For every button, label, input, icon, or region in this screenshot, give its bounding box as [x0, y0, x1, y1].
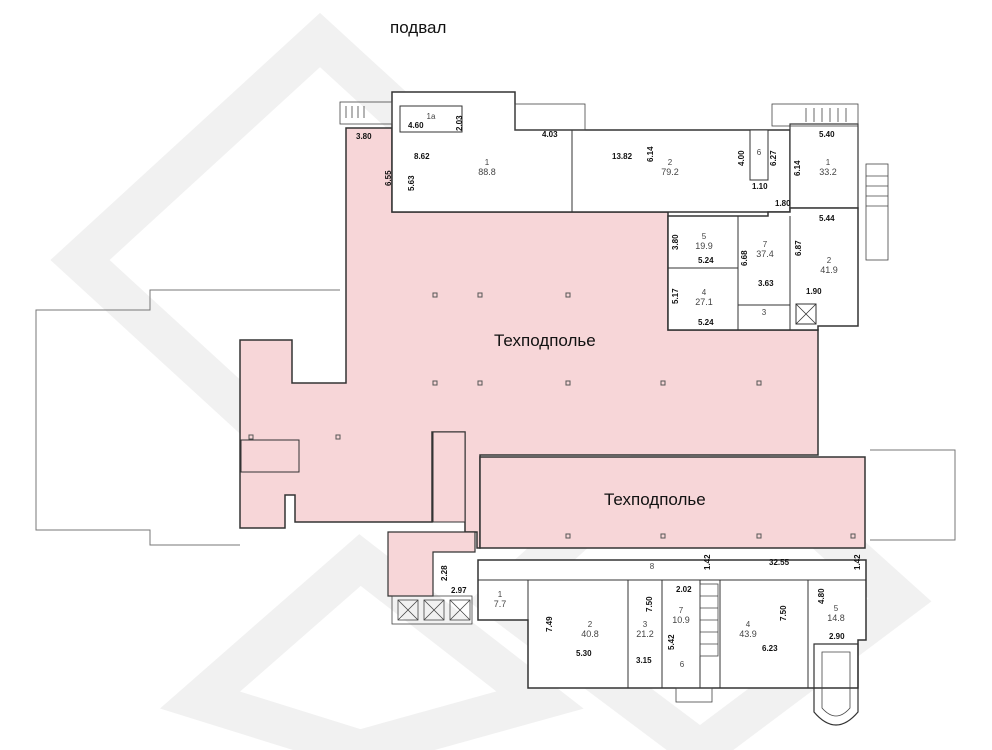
dimension-label: 4.00: [737, 150, 746, 166]
dimension-label: 3.80: [356, 132, 372, 141]
dimension-label: 5.44: [819, 214, 835, 223]
dimension-label: 5.30: [576, 649, 592, 658]
plan-title: подвал: [390, 18, 447, 37]
dimension-label: 6.14: [646, 146, 655, 162]
room-number: 1: [484, 158, 490, 167]
room-number: 1: [825, 158, 831, 167]
top-rooms: [391, 91, 859, 213]
room-number: 2: [826, 256, 832, 265]
dimension-label: 1.80: [775, 199, 791, 208]
dimension-label: 2.02: [676, 585, 692, 594]
dimension-label: 5.42: [667, 634, 676, 650]
dimension-label: 6.87: [794, 240, 803, 256]
dimension-label: 3.63: [758, 279, 774, 288]
dimension-label: 1.10: [752, 182, 768, 191]
room-area: 19.9: [695, 241, 713, 251]
room-number: 6: [756, 148, 762, 157]
stairs-top: [339, 101, 889, 261]
dimension-label: 5.17: [671, 288, 680, 304]
dimension-label: 8.62: [414, 152, 430, 161]
room-area: 7.7: [493, 599, 507, 609]
dimension-label: 1.42: [703, 554, 712, 570]
room-area: 10.9: [672, 615, 690, 625]
room-number: 6: [679, 660, 685, 669]
dimension-label: 3.15: [636, 656, 652, 665]
room-number: 1а: [426, 112, 436, 121]
room-number: 1: [497, 590, 503, 599]
dimension-label: 4.80: [817, 588, 826, 604]
dimension-label: 3.80: [671, 234, 680, 250]
dimension-label: 7.50: [645, 596, 654, 612]
dimension-label: 4.03: [542, 130, 558, 139]
stairs-bottom: [675, 583, 859, 726]
dimension-label: 7.49: [545, 616, 554, 632]
room-number: 3: [642, 620, 648, 629]
room-area: 88.8: [478, 167, 496, 177]
room-number: 3: [761, 308, 767, 317]
dimension-label: 32.55: [769, 558, 790, 567]
techfloor-upper-label: Техподполье: [494, 331, 596, 350]
dimension-label: 5.24: [698, 318, 714, 327]
dimension-label: 1.90: [806, 287, 822, 296]
columns: [248, 292, 856, 539]
right-rooms: [667, 207, 859, 331]
room-number: 8: [649, 562, 655, 571]
room-area: 40.8: [581, 629, 599, 639]
dimension-label: 1.42: [853, 554, 862, 570]
dimension-label: 6.55: [384, 170, 393, 186]
dimension-label: 5.40: [819, 130, 835, 139]
adjacent-building-outline: [35, 289, 956, 546]
room-number: 5: [833, 604, 839, 613]
room-area: 33.2: [819, 167, 837, 177]
room-number: 5: [701, 232, 707, 241]
techfloor-lower-zone: [479, 456, 866, 549]
room-number: 7: [678, 606, 684, 615]
pink-room-bottom-left: [387, 531, 476, 597]
room-area: 14.8: [827, 613, 845, 623]
room-area: 37.4: [756, 249, 774, 259]
dimension-label: 6.23: [762, 644, 778, 653]
dimension-label: 7.50: [779, 605, 788, 621]
dimension-label: 5.24: [698, 256, 714, 265]
dimension-label: 2.97: [451, 586, 467, 595]
room-number: 4: [745, 620, 751, 629]
room-area: 79.2: [661, 167, 679, 177]
dimension-label: 13.82: [612, 152, 633, 161]
techfloor-lower-label: Техподполье: [604, 490, 706, 509]
dimension-label: 2.03: [455, 115, 464, 131]
room-area: 21.2: [636, 629, 654, 639]
dimension-label: 2.90: [829, 632, 845, 641]
dimension-label: 5.63: [407, 175, 416, 191]
dimension-label: 6.68: [740, 250, 749, 266]
room-number: 7: [762, 240, 768, 249]
room-area: 41.9: [820, 265, 838, 275]
dimension-label: 6.14: [793, 160, 802, 176]
room-number: 4: [701, 288, 707, 297]
room-area: 27.1: [695, 297, 713, 307]
room-number: 2: [667, 158, 673, 167]
dimension-label: 4.60: [408, 121, 424, 130]
room-area: 43.9: [739, 629, 757, 639]
elevators: [391, 595, 473, 625]
dimension-label: 2.28: [440, 565, 449, 581]
dimension-label: 6.27: [769, 150, 778, 166]
room-number: 2: [587, 620, 593, 629]
